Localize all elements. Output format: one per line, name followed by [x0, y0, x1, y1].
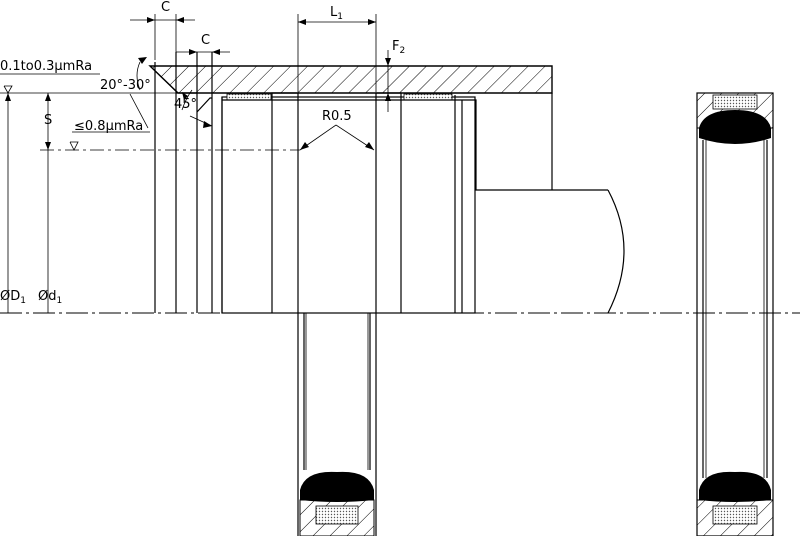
label-roughness-low: ≤0.8μmRa — [74, 119, 143, 134]
label-l1: L1 — [330, 5, 343, 22]
label-angle-45: 45° — [174, 97, 197, 112]
label-d1-small: Ød1 — [38, 289, 62, 306]
label-c-mid: C — [201, 33, 210, 48]
housing-section — [148, 65, 553, 94]
guide-band-right — [403, 93, 453, 101]
label-s: S — [44, 113, 52, 128]
seal-ring-side-view — [696, 92, 774, 536]
label-f2: F2 — [392, 39, 405, 56]
label-angle: 20°-30° — [100, 78, 151, 93]
dimension-lines — [0, 14, 391, 313]
label-c-top: C — [161, 0, 170, 15]
label-d1-big: ØD1 — [0, 289, 26, 306]
chamfer-lines — [154, 52, 213, 313]
guide-band-left — [226, 93, 272, 101]
piston-body — [221, 92, 625, 314]
label-r05: R0.5 — [322, 109, 352, 124]
label-roughness-top: 0.1to0.3μmRa — [0, 59, 92, 74]
seal-section-bottom — [297, 313, 377, 536]
